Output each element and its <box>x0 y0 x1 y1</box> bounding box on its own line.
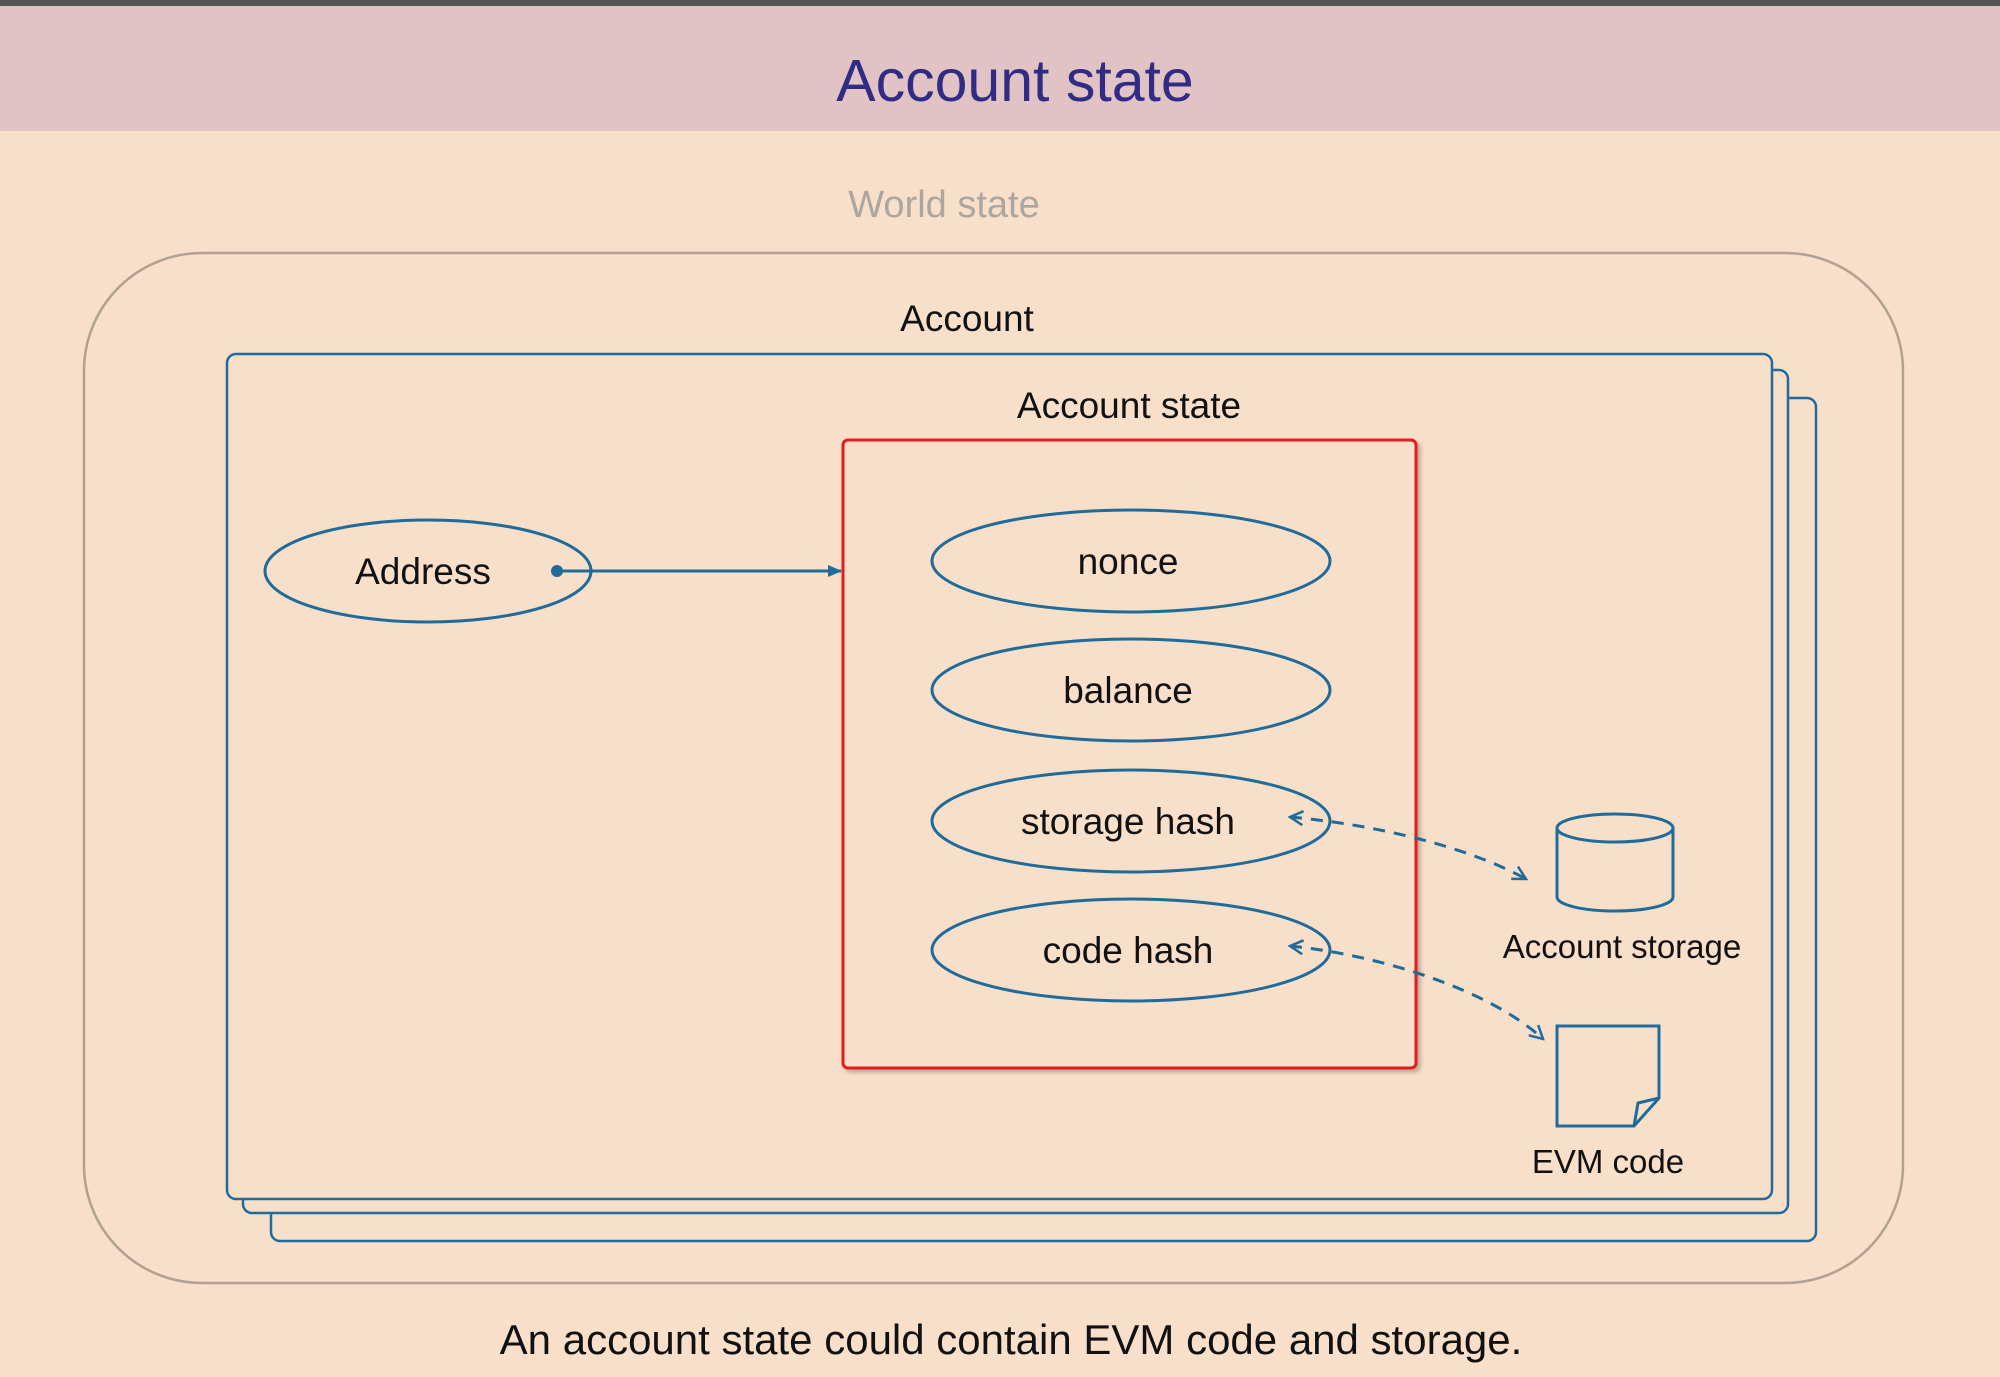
account-state-box <box>841 438 1418 1070</box>
address-label: Address <box>355 551 491 592</box>
document-icon <box>1555 1024 1661 1128</box>
database-cylinder-icon <box>1555 812 1675 913</box>
account-state-label: Account state <box>1017 385 1241 426</box>
world-state-box <box>82 251 1905 1285</box>
slide-caption: An account state could contain EVM code … <box>500 1316 1523 1363</box>
code-hash-label: code hash <box>1043 930 1214 971</box>
evm-code-label: EVM code <box>1532 1143 1684 1180</box>
balance-label: balance <box>1063 670 1193 711</box>
storage-hash-label: storage hash <box>1021 801 1235 842</box>
storage-hash-to-account-storage-link <box>1290 817 1526 881</box>
account-storage-label: Account storage <box>1503 928 1741 965</box>
account-label: Account <box>900 298 1034 339</box>
top-border <box>0 0 2000 6</box>
nonce-node <box>930 508 1332 614</box>
nonce-label: nonce <box>1078 541 1179 582</box>
balance-node <box>930 637 1332 743</box>
title-bar <box>0 6 2000 131</box>
slide-title: Account state <box>836 48 1194 114</box>
world-state-label: World state <box>848 184 1039 226</box>
